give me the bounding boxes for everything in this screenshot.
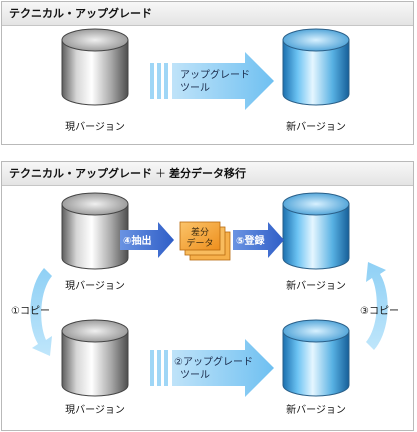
arrow-label-line2: ツール (180, 83, 210, 94)
extract-label: ④抽出 (123, 234, 151, 247)
upgrade-arrow-icon (150, 52, 274, 110)
panel-title-text: テクニカル・アップグレード (9, 167, 152, 180)
new-version-label: 新バージョン (286, 120, 346, 133)
upgrade-diagram: 現バージョン アップグレード ツール 新バージョン (61, 28, 350, 133)
database-new-top-icon (282, 192, 350, 270)
panel-title: テクニカル・アップグレード (2, 2, 413, 26)
plus-sign: ＋ (155, 167, 166, 180)
diff-data-line1: 差分 (191, 226, 209, 238)
copy-down-arrow-icon (30, 268, 52, 356)
diff-data-document-icon (179, 221, 231, 261)
copy-left-label: ①コピー (11, 305, 50, 317)
copy-right-label: ③コピー (360, 305, 399, 317)
database-new-bottom-icon (282, 319, 350, 397)
current-version-top-label: 現バージョン (65, 280, 125, 292)
panel-technical-upgrade-plus-diff: テクニカル・アップグレード＋差分データ移行 (1, 161, 414, 431)
database-current-top-icon (61, 192, 129, 270)
new-version-bottom-label: 新バージョン (286, 403, 346, 416)
panel-title-text: テクニカル・アップグレード (9, 7, 152, 20)
upgrade-tool-label-line1: ②アップグレード (174, 355, 253, 368)
database-current-bottom-icon (61, 319, 129, 397)
arrow-label-line1: アップグレード (180, 68, 250, 81)
diff-data-line2: データ (186, 237, 213, 249)
panel-title-text-2: 差分データ移行 (169, 167, 246, 180)
panel-technical-upgrade: テクニカル・アップグレード (1, 1, 414, 145)
register-label: ⑤登録 (236, 234, 265, 247)
current-version-bottom-label: 現バージョン (65, 404, 125, 416)
upgrade-diff-diagram: 現バージョン 新バージョン ④抽出 差分 データ (11, 192, 399, 416)
new-version-top-label: 新バージョン (286, 279, 346, 292)
database-new-icon (282, 28, 350, 106)
copy-up-arrow-icon (366, 262, 388, 350)
upgrade-tool-arrow-icon (150, 339, 274, 397)
register-arrow-icon (233, 222, 284, 258)
upgrade-tool-label-line2: ツール (180, 370, 210, 381)
panel-title: テクニカル・アップグレード＋差分データ移行 (2, 162, 413, 186)
database-current-icon (61, 28, 129, 106)
current-version-label: 現バージョン (65, 121, 125, 133)
extract-arrow-icon (120, 222, 174, 258)
